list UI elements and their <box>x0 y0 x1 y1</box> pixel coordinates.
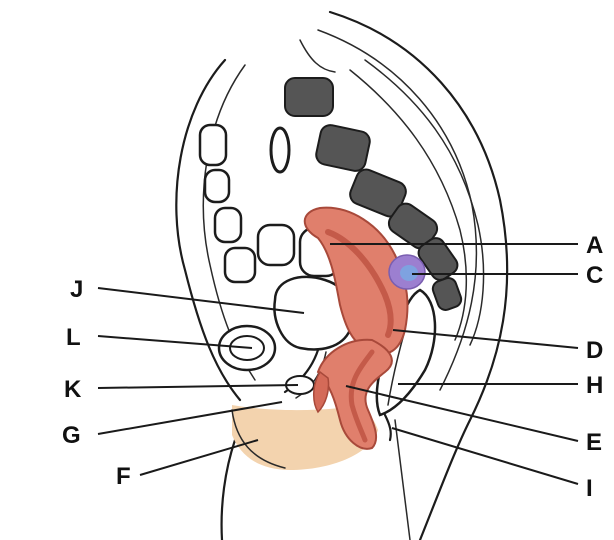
label-i: I <box>586 475 593 502</box>
leader-f <box>140 440 258 475</box>
leader-i <box>392 428 578 484</box>
ovary <box>389 255 425 289</box>
label-d: D <box>586 337 603 364</box>
leader-k <box>98 385 298 388</box>
label-k: K <box>64 376 82 403</box>
label-e: E <box>586 429 602 456</box>
label-c: C <box>586 262 603 289</box>
label-h: H <box>586 372 603 399</box>
label-g: G <box>62 422 81 449</box>
label-l: L <box>66 324 81 351</box>
label-a: A <box>586 232 603 259</box>
rear-thigh-outline <box>395 420 410 540</box>
label-f: F <box>116 463 131 490</box>
label-j: J <box>70 276 83 303</box>
anus <box>385 415 391 440</box>
thigh-outline <box>222 440 235 540</box>
leader-j <box>98 288 304 313</box>
